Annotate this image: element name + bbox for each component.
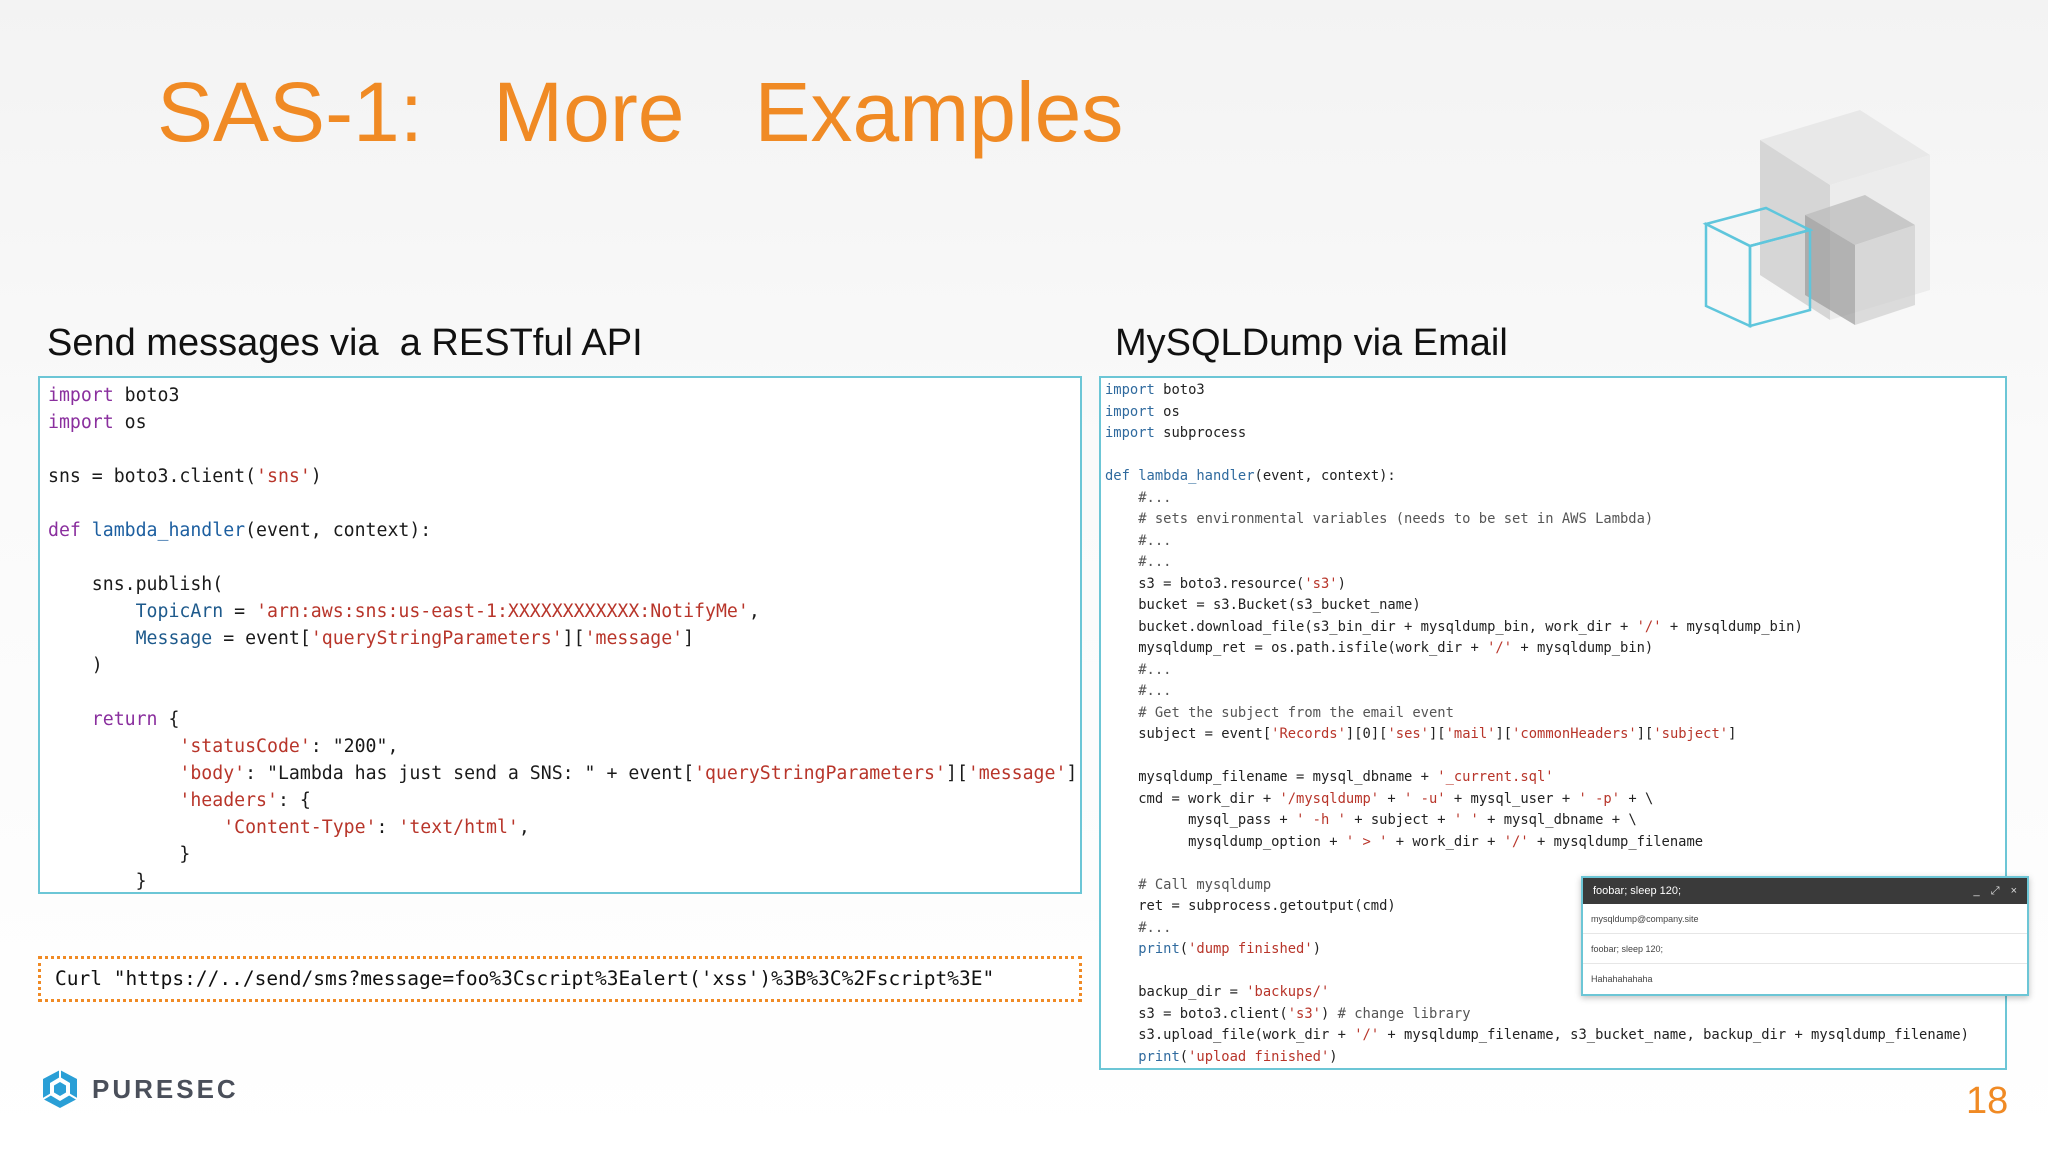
email-to-field[interactable]: mysqldump@company.site — [1583, 904, 2027, 934]
email-title: foobar; sleep 120; — [1593, 885, 1682, 897]
page-number: 18 — [1966, 1080, 2009, 1122]
left-panel-heading: Send messages via a RESTful API — [47, 322, 643, 364]
brand-name: PURESEC — [92, 1073, 239, 1104]
curl-command-box: Curl "https://../send/sms?message=foo%3C… — [38, 956, 1082, 1002]
code-block-sns: import boto3 import os sns = boto3.clien… — [38, 376, 1082, 894]
expand-icon[interactable]: ⤢ — [1990, 884, 2000, 897]
puresec-logo-icon — [42, 1070, 78, 1108]
curl-command-text: Curl "https://../send/sms?message=foo%3C… — [55, 967, 995, 990]
email-subject-field[interactable]: foobar; sleep 120; — [1583, 934, 2027, 964]
close-icon[interactable]: × — [2010, 884, 2017, 897]
minimize-icon[interactable]: _ — [1973, 884, 1980, 897]
right-panel-heading: MySQLDump via Email — [1115, 322, 1508, 364]
cube-decoration-icon — [1702, 110, 1930, 328]
email-compose-window: foobar; sleep 120; _ ⤢ × mysqldump@compa… — [1581, 876, 2029, 996]
puresec-logo: PURESEC — [40, 1068, 239, 1110]
email-body-field[interactable]: Hahahahahaha — [1591, 973, 1653, 984]
code-block-mysqldump: import boto3 import os import subprocess… — [1099, 376, 2007, 1070]
code-text: import boto3 import os sns = boto3.clien… — [48, 385, 1080, 892]
email-titlebar: foobar; sleep 120; _ ⤢ × — [1583, 878, 2027, 904]
slide-title: SAS-1: More Examples — [157, 65, 1124, 159]
code-text: import boto3 import os import subprocess… — [1105, 382, 1969, 1065]
